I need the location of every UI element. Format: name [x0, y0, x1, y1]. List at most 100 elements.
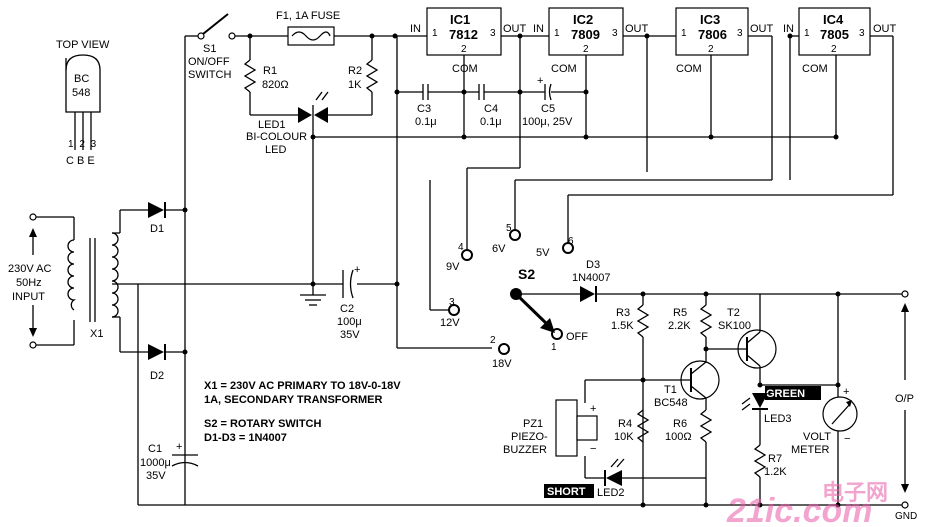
svg-text:1: 1: [432, 28, 438, 39]
output-label: O/P: [895, 393, 914, 405]
s2-contact-6: [562, 242, 574, 254]
ic4-com: COM: [802, 63, 828, 75]
ic4-out: OUT: [873, 23, 897, 35]
pinout-title: TOP VIEW: [56, 39, 110, 51]
s2-contact-5: [509, 229, 521, 241]
note-1: X1 = 230V AC PRIMARY TO 18V-0-18V: [204, 380, 401, 392]
r5-value: 2.2K: [668, 320, 691, 332]
gnd-label: GND: [895, 511, 917, 522]
c2-value1: 100μ: [337, 316, 362, 328]
ic4-part: 7805: [820, 27, 849, 42]
svg-text:1: 1: [804, 28, 810, 39]
c2-name: C2: [340, 303, 354, 315]
r5-name: R5: [673, 307, 687, 319]
ic1-out: OUT: [503, 23, 527, 35]
t1-part: BC548: [654, 397, 688, 409]
ic3-out: OUT: [750, 23, 774, 35]
t2-name: T2: [727, 307, 740, 319]
transistor-pinout: TOP VIEW BC 548 1 2 3 C B E: [56, 39, 110, 167]
v5-label: 5V: [536, 247, 550, 259]
t1-name: T1: [664, 384, 677, 396]
s1-name: S1: [203, 43, 216, 55]
v12-label: 12V: [440, 317, 460, 329]
ic3-com: COM: [676, 63, 702, 75]
pinout-pins: 1 2 3: [68, 139, 98, 150]
ic1-body: [426, 7, 502, 56]
d1-label: D1: [150, 223, 164, 235]
svg-text:2: 2: [831, 44, 837, 55]
led1-diode-b: [314, 107, 328, 123]
svg-text:3: 3: [449, 297, 455, 308]
r7-value: 1.2K: [764, 466, 787, 478]
output-terminal-positive: [901, 290, 909, 298]
svg-text:6: 6: [568, 236, 574, 247]
piezo-buzzer-body: [555, 399, 578, 457]
green-tag-bg: [765, 386, 821, 400]
note-2: 1A, SECONDARY TRANSFORMER: [204, 394, 383, 406]
s1-terminal-a: [197, 32, 205, 40]
s1-line2: SWITCH: [188, 69, 231, 81]
c1-value1: 1000μ: [140, 457, 171, 469]
svg-text:4: 4: [458, 242, 464, 253]
svg-text:+: +: [354, 264, 360, 276]
ic2-name: IC2: [573, 12, 593, 27]
c5-value: 100μ, 25V: [522, 116, 573, 128]
s1-line1: ON/OFF: [188, 56, 230, 68]
buzzer-line3: BUZZER: [503, 444, 547, 456]
ic2-com: COM: [551, 63, 577, 75]
to92-body: [65, 54, 101, 113]
s1-terminal-b: [228, 32, 236, 40]
switch-and-fuse: S1 ON/OFF SWITCH F1, 1A FUSE: [185, 10, 427, 81]
svg-text:2: 2: [490, 335, 496, 346]
svg-text:3: 3: [737, 28, 743, 39]
svg-text:3: 3: [859, 28, 865, 39]
c3-name: C3: [417, 103, 431, 115]
s2-contact-3: [448, 304, 460, 316]
d3-name: D3: [586, 259, 600, 271]
fuse-f1: [287, 26, 335, 46]
led3-name: LED3: [764, 413, 792, 425]
pinout-part2: 548: [72, 87, 90, 99]
secondary-coil: [111, 232, 119, 318]
svg-text:1: 1: [554, 28, 560, 39]
ic3-name: IC3: [700, 12, 720, 27]
watermark-text: 21ic.com: [726, 492, 873, 527]
r6-value: 100Ω: [665, 431, 692, 443]
c3-value: 0.1μ: [415, 116, 437, 128]
s2-contact-2: [498, 343, 510, 355]
r1-name: R1: [263, 65, 277, 77]
ic2-body: [548, 7, 624, 56]
r6-name: R6: [673, 418, 687, 430]
c4-value: 0.1μ: [480, 116, 502, 128]
svg-text:+: +: [590, 403, 596, 415]
s2-name: S2: [518, 266, 535, 282]
regulators: IC1 7812 1 3 2 IN OUT COM IC2 7809 1 3 2…: [410, 7, 897, 195]
common-bus: + C2 100μ 3 5V: [138, 36, 838, 349]
off-label: OFF: [566, 331, 588, 343]
note-4: D1-D3 = 1N4007: [204, 432, 287, 444]
pinout-part1: BC: [74, 73, 89, 85]
svg-text:+: +: [176, 441, 182, 453]
ic4-body: [798, 7, 871, 56]
primary-coil: [67, 239, 77, 311]
svg-text:2: 2: [461, 44, 467, 55]
volt-meter: [822, 396, 858, 432]
ac-input-terminal-bottom: [29, 341, 37, 349]
c1-name: C1: [148, 443, 162, 455]
ic2-out: OUT: [625, 23, 649, 35]
led3-diode: [752, 393, 768, 408]
diode-d1: [148, 202, 164, 218]
tester-section: D3 1N4007 R3 1.5K R5 2.2K T2 SK100: [503, 259, 917, 522]
buzzer-line1: PZ1: [523, 418, 543, 430]
ic3-part: 7806: [698, 27, 727, 42]
output-terminal-gnd: [901, 501, 909, 509]
c1-value2: 35V: [146, 470, 166, 482]
note-3: S2 = ROTARY SWITCH: [204, 418, 322, 430]
diode-d2: [148, 344, 164, 360]
ac-input-line3: INPUT: [12, 291, 45, 303]
transformer-x1: 230V AC 50Hz INPUT X1: [8, 209, 148, 353]
r3-name: R3: [616, 307, 630, 319]
rotary-switch-s2: S2 4 9V 5 6V 6 5V 3 12V 2 18V 1 OFF: [429, 36, 893, 370]
pinout-pin-names: C B E: [66, 155, 95, 167]
